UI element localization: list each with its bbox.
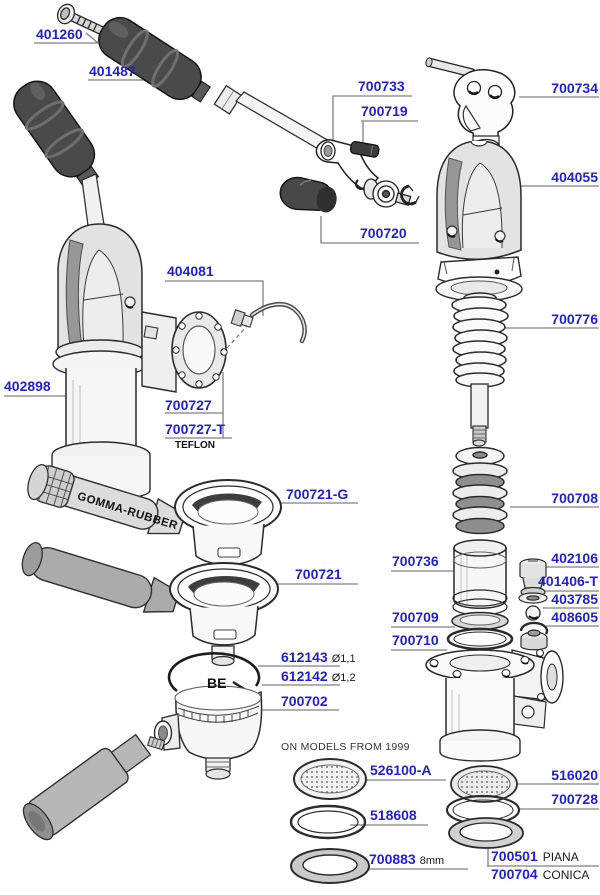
part-label-403785[interactable]: 403785	[551, 591, 598, 607]
bearing-drawing	[363, 178, 420, 208]
part-label-700721G[interactable]: 700721-G	[286, 486, 349, 502]
group-dome-drawing-404055	[436, 140, 522, 260]
screw-drawing-401260	[56, 3, 105, 36]
part-label-401487[interactable]: 401487	[89, 63, 136, 79]
thickness-annotation: 8mm	[419, 855, 445, 867]
part-label-700719[interactable]: 700719	[361, 103, 408, 119]
flange-gasket-drawing-700727	[141, 311, 248, 393]
filter-holder-drawing-700702: BE	[153, 652, 263, 780]
part-label-402898[interactable]: 402898	[4, 378, 51, 394]
part-label-401260[interactable]: 401260	[36, 26, 83, 42]
part-code[interactable]: 700704	[491, 866, 538, 882]
part-label-526100A[interactable]: 526100-A	[370, 762, 432, 778]
part-label-700728[interactable]: 700728	[551, 791, 598, 807]
pipe-drawing-404081	[230, 301, 307, 344]
diameter-annotation: Ø1,2	[331, 672, 356, 684]
material-note: TEFLON	[174, 440, 215, 451]
part-label-700776[interactable]: 700776	[551, 311, 598, 327]
part-label-700704[interactable]: 700704 CONICA	[491, 867, 589, 882]
part-label-700883[interactable]: 8mm7008838mm	[369, 852, 444, 868]
ball-drawing-403785	[525, 605, 541, 621]
part-label-700733[interactable]: 700733	[358, 78, 405, 94]
part-label-700710[interactable]: 700710	[392, 632, 439, 648]
part-label-700709[interactable]: 700709	[392, 609, 439, 625]
part-label-408605[interactable]: 408605	[551, 609, 598, 625]
part-label-404055[interactable]: 404055	[551, 169, 598, 185]
cam-knob-drawing-700720	[279, 176, 337, 213]
part-label-700736[interactable]: 700736	[392, 553, 439, 569]
part-label-404081[interactable]: 404081	[167, 263, 214, 279]
shower-screen-drawing-516020	[450, 765, 518, 803]
part-label-402106[interactable]: 402106	[551, 550, 598, 566]
part-label-700721[interactable]: 700721	[295, 566, 342, 582]
spring-drawing-700776	[451, 292, 509, 388]
part-code[interactable]: 612142	[281, 668, 328, 684]
portafilter-drawing-700721	[21, 541, 279, 667]
lever-fork-drawing-700734	[425, 57, 516, 154]
part-label-700734[interactable]: 700734	[551, 80, 598, 96]
diameter-annotation: Ø1,1	[331, 653, 356, 665]
part-label-516020[interactable]: 516020	[551, 767, 598, 783]
dome-flange-drawing	[435, 256, 523, 302]
lever-handle-drawing-401487	[98, 16, 349, 159]
piston-seal-drawing-700709	[451, 611, 509, 631]
part-label-401406T[interactable]: 401406-T	[538, 573, 598, 589]
part-code[interactable]: 612143	[281, 649, 328, 665]
part-label-700720[interactable]: 700720	[360, 225, 407, 241]
piston-shaft-drawing	[470, 383, 489, 447]
gasket-drawing-700501-700704	[448, 817, 524, 849]
detachable-handle-drawing	[22, 733, 166, 841]
variant-annotation: CONICA	[542, 868, 590, 882]
part-label-700501[interactable]: 700501 PIANA	[491, 849, 579, 864]
variant-annotation: PIANA	[542, 850, 579, 864]
pin-block-drawing-700719	[349, 140, 380, 158]
part-code[interactable]: 700501	[491, 848, 538, 864]
portafilter-drawing-700721G: GOMMA-RUBBER	[27, 463, 282, 588]
valve-stack-drawing-700708	[452, 446, 508, 535]
seal-washers-drawing-401406T	[518, 586, 548, 604]
part-label-700702[interactable]: 700702	[281, 693, 328, 709]
part-label-700708[interactable]: 700708	[551, 490, 598, 506]
part-code[interactable]: 700883	[369, 851, 416, 867]
clip-marking-text: BE	[207, 675, 226, 691]
gasket-drawing-700883	[290, 848, 370, 884]
models-note: ON MODELS FROM 1999	[281, 741, 410, 753]
piston-drawing-700736	[452, 539, 508, 616]
part-label-700727T[interactable]: 700727-T TEFLON	[165, 422, 225, 453]
ring-drawing-518608	[289, 804, 367, 840]
lever-group-drawing-402898	[13, 80, 151, 501]
part-label-518608[interactable]: 518608	[370, 807, 417, 823]
group-body-drawing	[425, 648, 564, 762]
cap-drawing-408605	[519, 621, 549, 651]
ring-drawing-700710	[446, 627, 514, 651]
linkage-fork-drawing-700733	[315, 139, 380, 192]
leader-lines	[4, 32, 599, 870]
screen-drawing-526100A	[293, 758, 367, 800]
part-label-700727[interactable]: 700727	[165, 397, 212, 413]
part-code[interactable]: 700727-T	[165, 421, 225, 437]
